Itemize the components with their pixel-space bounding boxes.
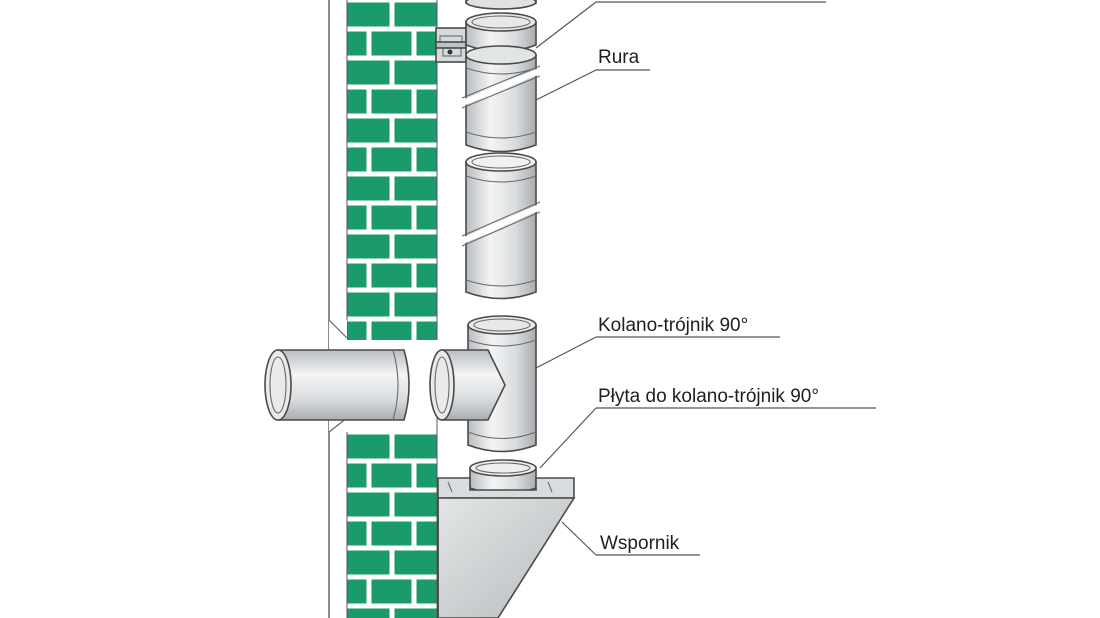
leader-line-plyta bbox=[539, 407, 597, 469]
label-kolano-trojnik: Kolano-trójnik 90° bbox=[598, 315, 748, 336]
tee-elbow-90 bbox=[429, 315, 537, 453]
tee-plate bbox=[469, 459, 537, 495]
horizontal-pipe bbox=[264, 349, 410, 421]
break-mark bbox=[458, 65, 544, 109]
pipe-collar-ring bbox=[465, 12, 537, 53]
pipe-upper-rura bbox=[458, 45, 544, 153]
leader-line-kolano bbox=[535, 336, 597, 369]
label-wspornik: Wspornik bbox=[600, 533, 680, 554]
brick-wall-lower bbox=[346, 418, 438, 618]
brick-wall-upper bbox=[346, 0, 438, 340]
break-mark bbox=[458, 201, 544, 247]
leader-line-rura bbox=[535, 69, 597, 101]
wall-clamp bbox=[435, 27, 467, 63]
leader-line-wspornik bbox=[561, 521, 597, 556]
leader-line-top bbox=[535, 1, 597, 49]
pipe-lower bbox=[458, 152, 544, 300]
label-plyta: Płyta do kolano-trójnik 90° bbox=[598, 386, 819, 407]
top-pipe-segment bbox=[465, 0, 537, 10]
wall-bracket bbox=[437, 477, 576, 618]
label-rura: Rura bbox=[598, 47, 640, 68]
